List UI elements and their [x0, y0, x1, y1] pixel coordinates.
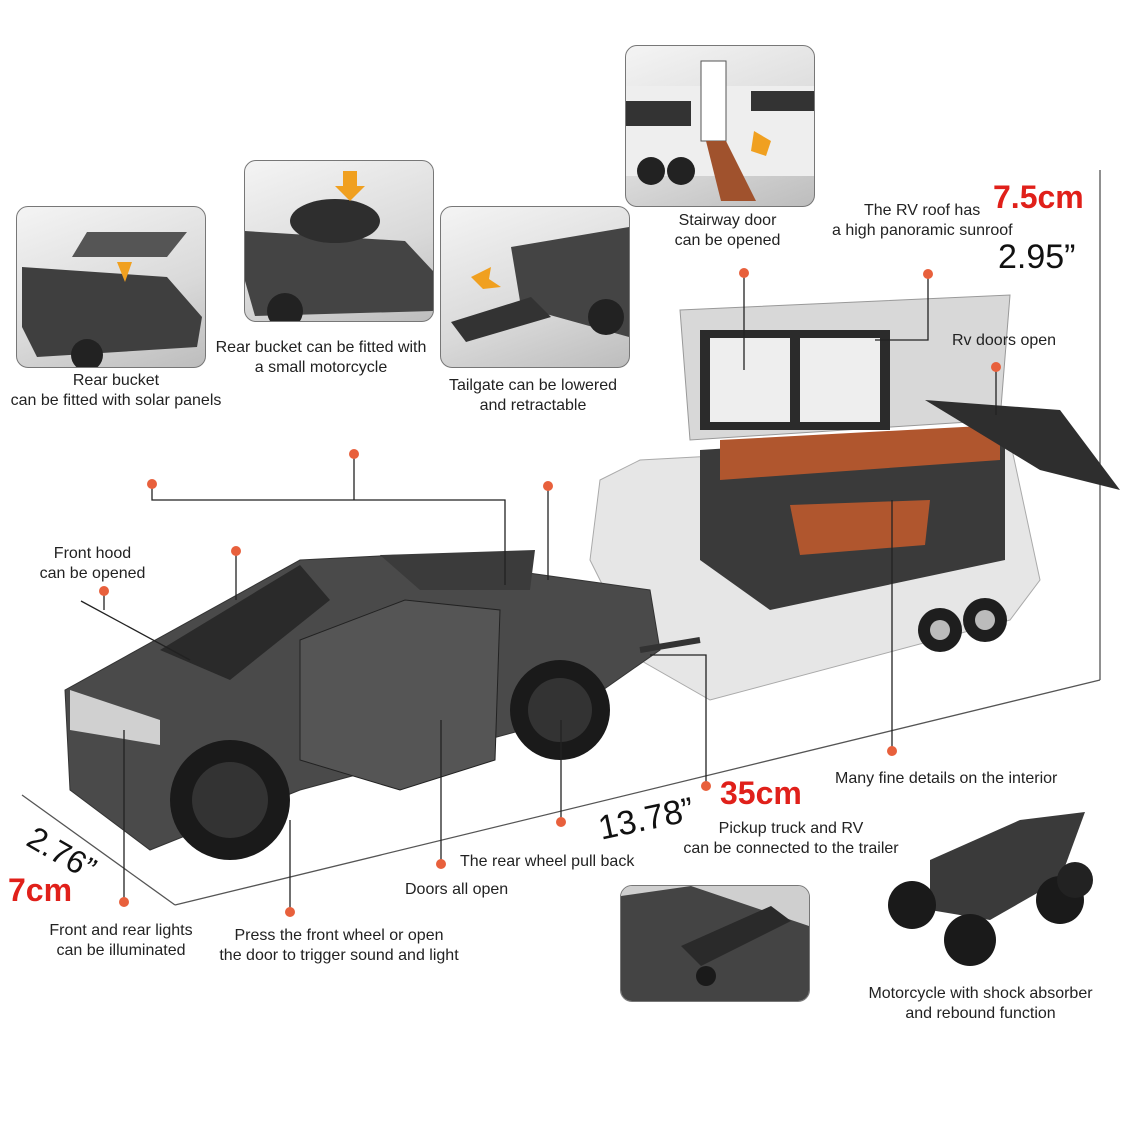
label-trailer: Pickup truck and RV can be connected to t… — [672, 819, 910, 859]
height-cm: 7.5cm — [993, 179, 1084, 215]
label-line: can be illuminated — [56, 942, 186, 959]
label-line: Press the front wheel or open — [234, 927, 444, 944]
length-cm: 35cm — [720, 775, 802, 811]
label-tailgate: Tailgate can be lowered and retractable — [438, 376, 628, 416]
photo-stairway-door — [625, 45, 815, 207]
label-line: Tailgate can be lowered — [448, 377, 618, 394]
label-line: Rear bucket — [72, 372, 160, 389]
label-stairway-door: Stairway door can be opened — [660, 211, 795, 251]
label-line: the door to trigger sound and light — [219, 947, 459, 964]
height-in: 2.95” — [998, 238, 1076, 276]
label-rv-roof-1: The RV roof has — [864, 202, 981, 219]
label-lights: Front and rear lights can be illuminated — [40, 921, 202, 961]
label-line: Stairway door — [678, 212, 777, 229]
label-line: Pickup truck and RV — [718, 820, 864, 837]
label-line: Motorcycle with shock absorber — [868, 985, 1093, 1002]
rv-trailer — [589, 294, 1120, 701]
cybertruck — [64, 550, 701, 860]
label-front-hood: Front hood can be opened — [30, 544, 155, 584]
label-rv-roof-2: a high panoramic sunroof — [832, 222, 1013, 239]
label-interior: Many fine details on the interior — [835, 770, 1058, 787]
photo-solar-panel — [16, 206, 206, 368]
label-rv-doors: Rv doors open — [952, 332, 1057, 349]
label-line: and retractable — [479, 397, 587, 414]
photo-tailgate — [440, 206, 630, 368]
label-pull-back: The rear wheel pull back — [460, 853, 635, 870]
label-line: can be opened — [674, 232, 781, 249]
label-motorcycle-bucket: Rear bucket can be fitted with a small mo… — [205, 338, 437, 378]
label-sound-light: Press the front wheel or open the door to… — [208, 926, 470, 966]
label-line: can be fitted with solar panels — [10, 392, 222, 409]
leader-lines — [80, 275, 997, 910]
width-cm: 7cm — [8, 872, 73, 908]
label-line: can be connected to the trailer — [683, 840, 899, 857]
label-line: Rear bucket can be fitted with — [215, 339, 427, 356]
dimension-lines — [21, 170, 1101, 906]
label-line: Front hood — [53, 545, 132, 562]
label-line: a small motorcycle — [254, 359, 388, 376]
label-line: and rebound function — [905, 1005, 1056, 1022]
atv-motorcycle — [888, 812, 1093, 966]
marker-dots — [99, 268, 1001, 917]
label-solar-panels: Rear bucket can be fitted with solar pane… — [0, 371, 232, 411]
photo-motorcycle-bucket — [244, 160, 434, 322]
photo-trailer-hitch — [620, 885, 810, 1002]
label-line: Front and rear lights — [49, 922, 193, 939]
label-motorcycle: Motorcycle with shock absorber and reboun… — [858, 984, 1103, 1024]
label-line: can be opened — [39, 565, 146, 582]
label-doors: Doors all open — [405, 881, 509, 898]
